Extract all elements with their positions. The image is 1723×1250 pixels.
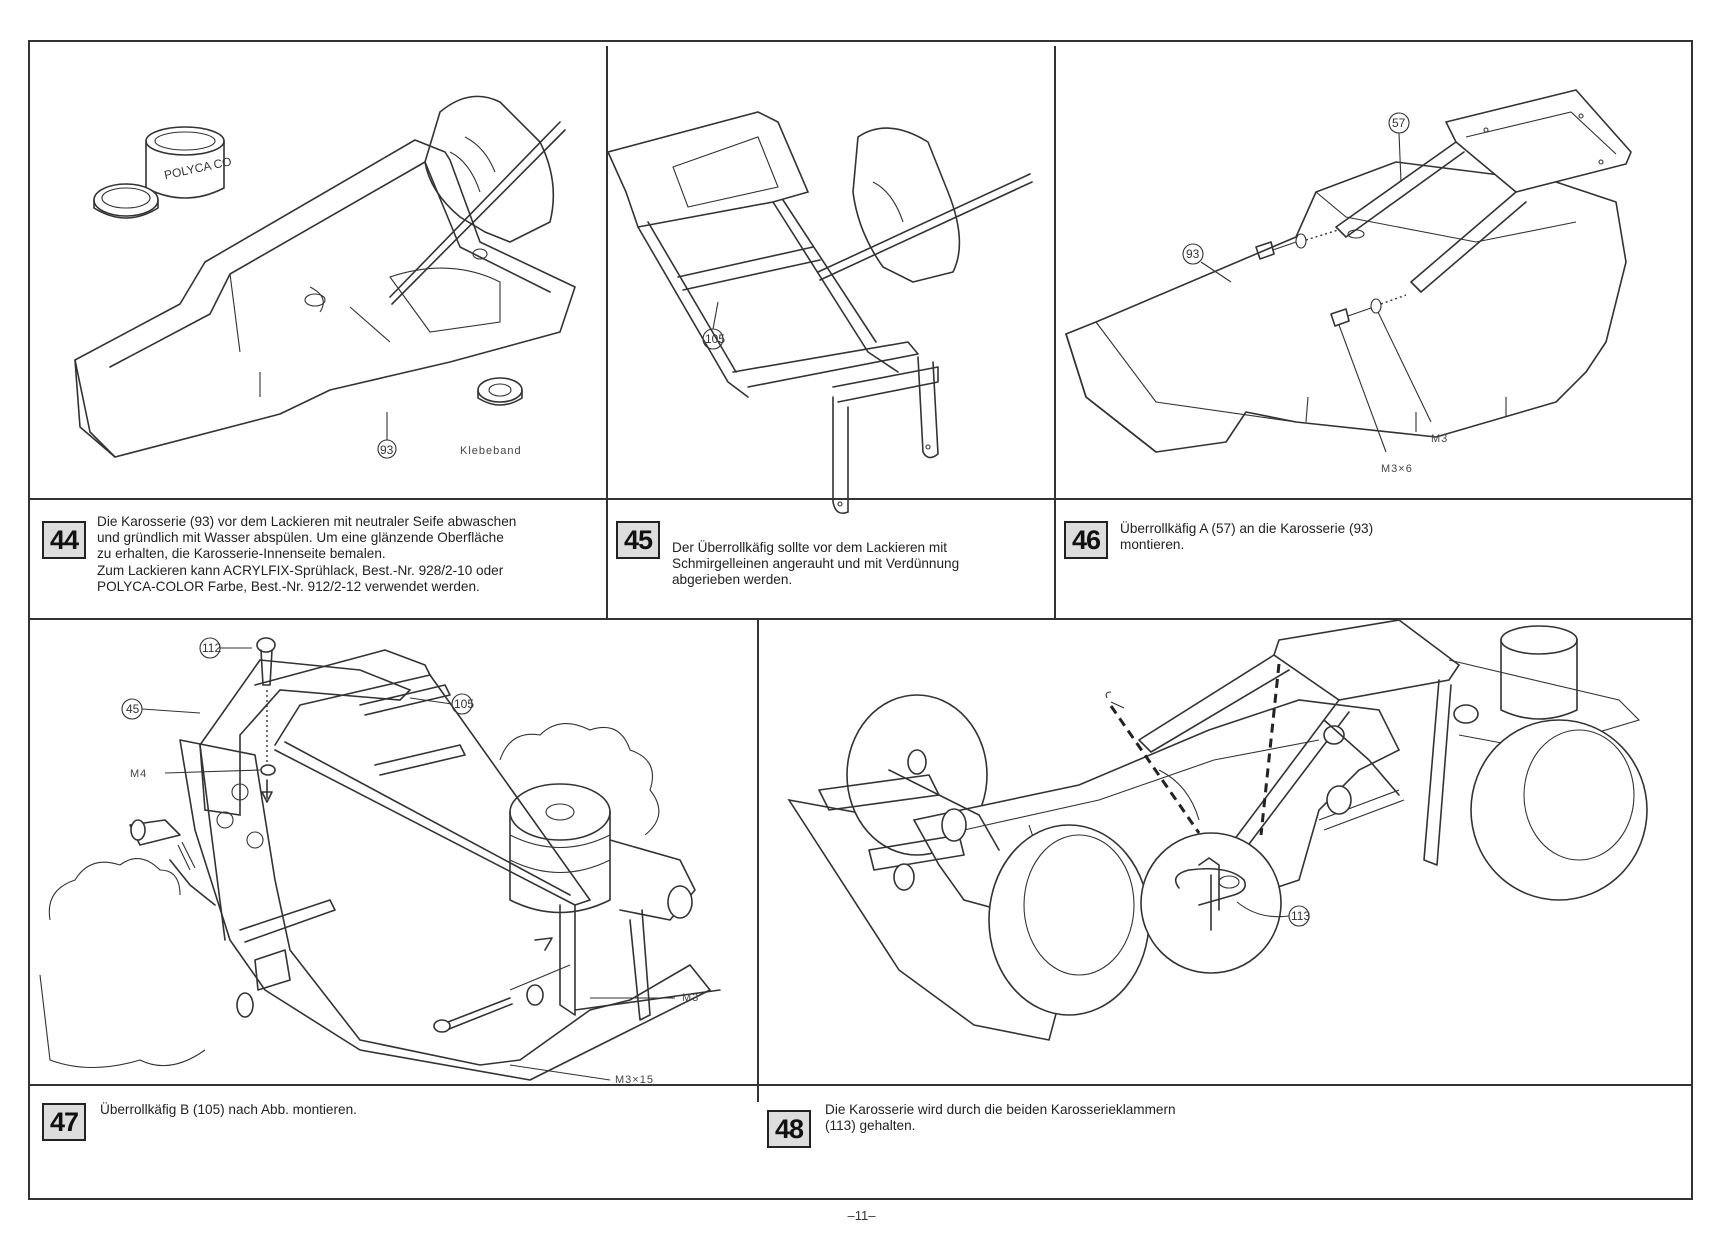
step-48-number: 48 <box>767 1110 811 1148</box>
m3-label: M3 <box>1431 433 1448 445</box>
caption-line: Zum Lackieren kann ACRYLFIX-Sprühlack, B… <box>97 562 504 578</box>
clip-detail <box>1105 691 1282 974</box>
divider-47-48 <box>757 620 759 1102</box>
step-44-drawing: POLYCA CO <box>30 42 606 498</box>
tape-label: Klebeband <box>460 445 522 457</box>
divider-row1-row2 <box>28 618 1693 620</box>
caption-line: (113) gehalten. <box>825 1118 916 1134</box>
front-suspension <box>129 783 336 1018</box>
dashed-line-right <box>1259 663 1281 836</box>
page-frame <box>28 40 1693 1200</box>
part-105-label: 105 <box>454 697 474 711</box>
step-48-panel: 113 <box>759 620 1693 1084</box>
part-112-label: 112 <box>202 641 221 655</box>
roll-cage-57 <box>1335 89 1632 293</box>
step-47-drawing: 112 45 105 M4 M3 M3×15 <box>30 620 757 1084</box>
tape-roll <box>477 377 523 406</box>
caption-line: POLYCA-COLOR Farbe, Best.-Nr. 912/2-12 v… <box>97 578 480 594</box>
caption-line: Die Karosserie wird durch die beiden Kar… <box>825 1102 1176 1117</box>
step-45-caption: Der Überrollkäfig sollte vor dem Lackier… <box>672 540 959 589</box>
caption-line: Die Karosserie (93) vor dem Lackieren mi… <box>97 514 517 529</box>
step-47-number: 47 <box>42 1103 86 1141</box>
m4-label: M4 <box>130 768 147 780</box>
screws-m3x6 <box>1255 229 1407 327</box>
step-46-caption: Überrollkäfig A (57) an die Karosserie (… <box>1120 521 1373 553</box>
chassis-45 <box>179 659 711 1081</box>
step-46-number: 46 <box>1064 521 1108 559</box>
m3x15-label: M3×15 <box>615 1074 654 1084</box>
step-45-number: 45 <box>616 521 660 559</box>
m3-label: M3 <box>682 992 699 1004</box>
step-46-drawing: 93 57 M3 M3×6 <box>1056 42 1693 498</box>
dashed-line-left <box>1109 705 1201 834</box>
step-46-panel: 93 57 M3 M3×6 <box>1056 42 1693 498</box>
front-suspension <box>818 749 1405 891</box>
roll-cage-105 <box>254 649 721 1021</box>
roll-cage-105 <box>608 111 939 515</box>
divider-row2-caption <box>28 1084 1693 1086</box>
m3x6-label: M3×6 <box>1381 463 1413 475</box>
engine <box>509 783 696 921</box>
caption-line: und gründlich mit Wasser abspülen. Um ei… <box>97 530 504 546</box>
caption-line: Schmirgelleinen angerauht und mit Verdün… <box>672 556 960 572</box>
screw-112 <box>256 637 276 803</box>
screw-m3x15 <box>433 937 571 1033</box>
part-57-label: 57 <box>1392 116 1406 130</box>
caption-line: zu erhalten, die Karosserie-Innenseite b… <box>97 546 386 562</box>
caption-line: montieren. <box>1120 537 1185 553</box>
engine-rear <box>1323 625 1641 796</box>
divider-45-46 <box>1054 46 1056 620</box>
body-shell-93 <box>1065 161 1627 453</box>
step-48-drawing: 113 <box>759 620 1693 1084</box>
page-number: –11– <box>847 1208 876 1223</box>
hand-with-brush <box>817 127 1033 283</box>
caption-line: Der Überrollkäfig sollte vor dem Lackier… <box>672 540 947 555</box>
part-93-label: 93 <box>380 443 394 457</box>
paint-can-label: POLYCA CO <box>163 154 233 182</box>
caption-line: Überrollkäfig B (105) nach Abb. montiere… <box>100 1102 357 1117</box>
divider-44-45 <box>606 46 608 620</box>
caption-line: abgerieben werden. <box>672 572 793 588</box>
divider-row1-caption <box>28 498 1693 500</box>
step-47-caption: Überrollkäfig B (105) nach Abb. montiere… <box>100 1102 357 1118</box>
part-113-label: 113 <box>1291 909 1310 923</box>
step-48-caption: Die Karosserie wird durch die beiden Kar… <box>825 1102 1176 1134</box>
step-47-panel: 112 45 105 M4 M3 M3×15 <box>30 620 757 1084</box>
step-45-panel: 105 <box>608 42 1054 542</box>
paint-can-illustration: POLYCA CO <box>93 126 233 219</box>
step-44-number: 44 <box>42 521 86 559</box>
step-44-panel: POLYCA CO <box>30 42 606 498</box>
part-45-label: 45 <box>126 702 140 716</box>
part-93-label: 93 <box>1186 247 1200 261</box>
caption-line: Überrollkäfig A (57) an die Karosserie (… <box>1120 521 1374 536</box>
step-44-caption: Die Karosserie (93) vor dem Lackieren mi… <box>97 514 516 595</box>
rear-wheel-right <box>1470 719 1648 901</box>
front-wheel-right <box>988 824 1150 1016</box>
part-105-label: 105 <box>705 332 725 346</box>
step-45-drawing: 105 <box>608 42 1054 542</box>
hand-with-brush <box>389 95 566 305</box>
body-shell-93 <box>74 139 576 458</box>
